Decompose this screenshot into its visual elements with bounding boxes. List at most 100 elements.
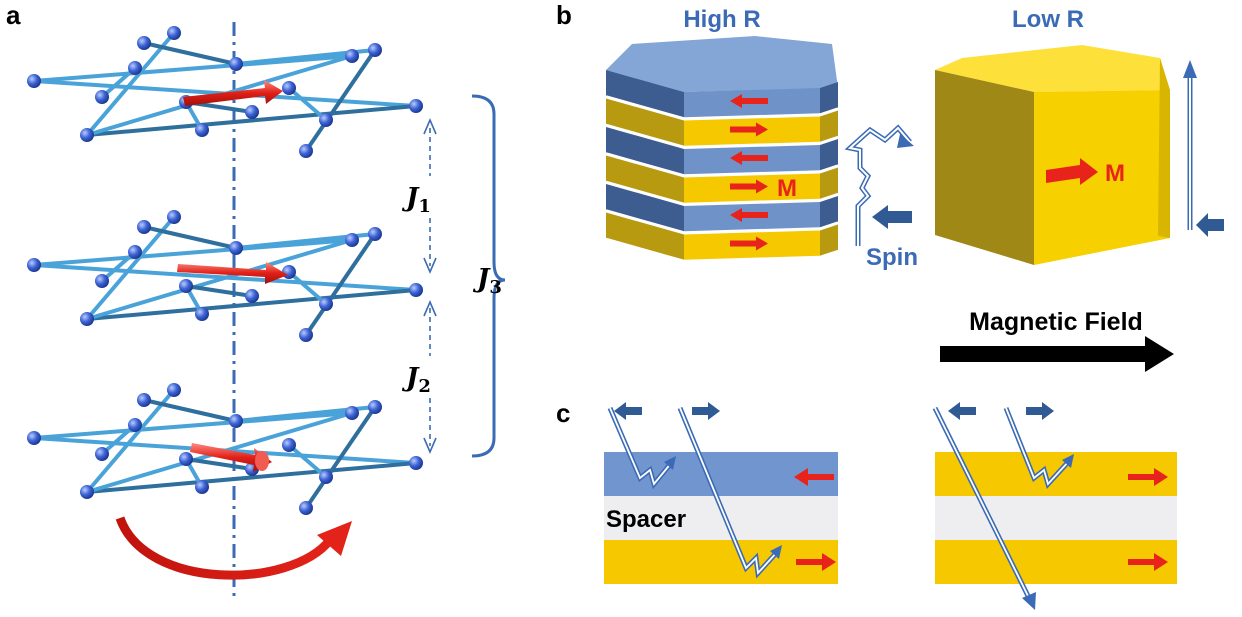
j2-coupling-arrow [423,299,437,455]
lattice-bond [185,284,253,298]
left-bottom-moment-arrow [796,553,836,571]
lattice-node [368,43,382,57]
lattice-layer-2 [27,210,423,342]
prism-layer-moment-arrow [730,208,768,222]
prism-layer-moment-arrow [730,179,768,194]
left-top-moment-arrow [794,468,834,486]
layer1-moment-arrow [183,80,283,106]
lattice-node [195,123,209,137]
right-reflected-path [1003,407,1074,489]
prism-layer-right [820,167,838,200]
lattice-node [409,283,423,297]
lattice-node [299,144,313,158]
lattice-node [128,418,142,432]
prism-layer-separator [605,123,839,149]
prism-layer-separator [605,209,839,234]
high-r-title: High R [683,6,760,33]
lattice-bond [304,232,377,337]
high-r-spin-arrow-icon [872,205,912,229]
lattice-node [368,400,382,414]
lattice-bond [33,411,353,440]
prism-layer-side [606,127,684,176]
lattice-node [345,233,359,247]
lattice-bond [100,250,137,283]
lattice-node [299,328,313,342]
lattice-node [345,49,359,63]
lattice-layers [27,26,423,515]
lattice-bond [304,405,377,510]
layer3-moment-arrow [190,443,272,472]
lattice-node [195,480,209,494]
lattice-node [128,61,142,75]
lattice-node [345,406,359,420]
lattice-node [167,210,181,224]
lattice-bond [85,31,176,137]
lattice-bond [100,423,137,456]
prism-layer-right [820,224,838,257]
high-r-m-label: M [777,175,797,202]
panel-b-label: b [556,0,572,30]
lattice-node [167,26,181,40]
lattice-node [282,265,296,279]
prism-layer-separator [605,180,839,206]
j1-label: J1 [401,183,431,217]
lattice-node [319,113,333,127]
lattice-node [282,438,296,452]
lattice-node [299,501,313,515]
lattice-bond [33,238,353,267]
lattice-node [179,279,193,293]
lattice-bond [86,238,353,321]
j3-bracket [471,94,506,458]
lattice-bond [86,461,417,494]
lattice-bond [85,388,176,494]
layer2-moment-arrow [177,262,288,284]
magnetic-field-label: Magnetic Field [969,308,1143,336]
lattice-node [27,431,41,445]
lattice-node [27,74,41,88]
right-bottom-moment-arrow [1128,553,1168,571]
right-spacer-layer [935,496,1177,540]
prism-layer-moment-arrow [730,236,768,251]
lattice-node [80,485,94,499]
lattice-node [137,393,151,407]
prism-layer-side [606,155,684,204]
lattice-node [80,312,94,326]
lattice-node [229,57,243,71]
lattice-bond [185,457,253,471]
high-r-multilayer-prism [605,36,839,263]
lattice-bond [33,54,353,83]
right-trilayer [935,452,1177,584]
prism-layer-separator [605,237,839,263]
lattice-bond [287,270,328,306]
lattice-node [195,307,209,321]
low-r-spin-path [1183,60,1197,230]
right-transmitted-path [932,406,1036,610]
spin-label: Spin [866,244,918,271]
rotation-arrow [115,516,352,580]
lattice-bond [143,398,237,423]
lattice-node [319,470,333,484]
lattice-node [245,105,259,119]
lattice-node [179,452,193,466]
prism-top-face [606,36,838,92]
j1-coupling-arrow [423,117,437,275]
prism-layer-separator [605,95,839,120]
lattice-node [80,128,94,142]
prism-layer-side [606,70,684,119]
low-r-m-label: M [1105,160,1125,187]
lattice-bond [287,86,328,122]
left-reflected-path-2 [677,407,782,579]
magnetic-field-arrow [940,336,1174,372]
lattice-layer-1 [27,26,423,158]
lattice-node [128,245,142,259]
j3-label: J3 [472,264,502,298]
lattice-node [409,99,423,113]
panel-a-label: a [6,0,21,30]
lattice-bond [86,104,417,137]
prism-layer-separator [605,152,839,177]
lattice-node [95,90,109,104]
lattice-bond [143,225,237,250]
prism-layer-moment-arrow [730,122,768,137]
spacer-label: Spacer [606,506,686,533]
